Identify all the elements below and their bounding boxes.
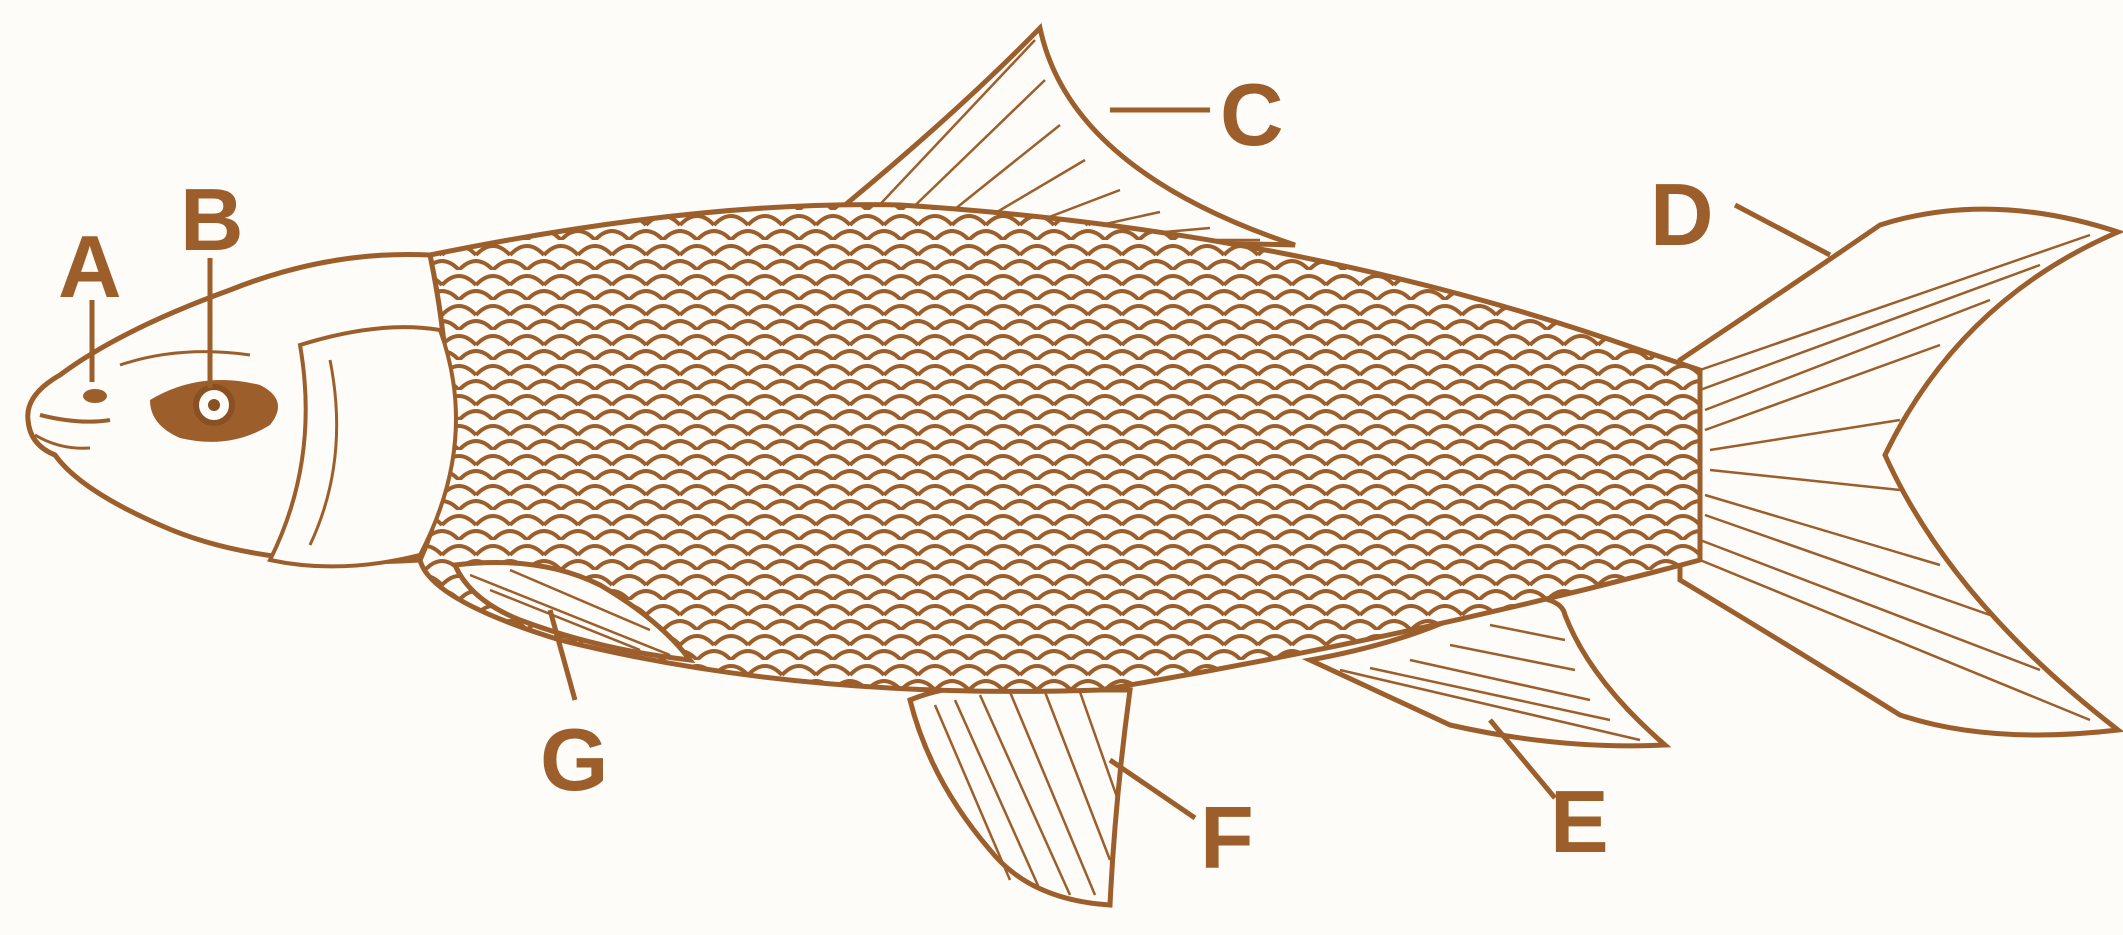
leader-line-D xyxy=(1735,205,1830,255)
leader-line-F xyxy=(1110,760,1195,818)
label-G: G xyxy=(540,710,608,809)
nostril xyxy=(83,389,107,403)
pelvic-fin xyxy=(910,687,1130,905)
label-B: B xyxy=(180,170,244,269)
label-C: C xyxy=(1220,65,1284,164)
label-A: A xyxy=(58,217,122,316)
label-D: D xyxy=(1650,165,1714,264)
label-F: F xyxy=(1200,788,1254,887)
label-E: E xyxy=(1550,772,1609,871)
caudal-fin xyxy=(1680,209,2118,735)
